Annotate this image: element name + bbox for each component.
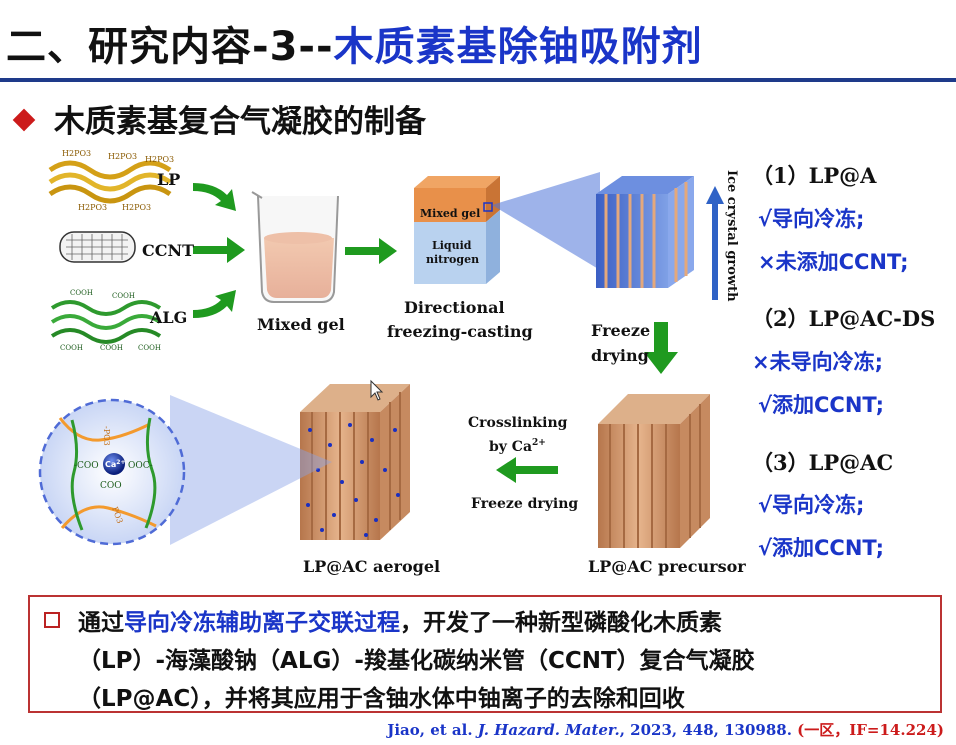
drying-label: drying — [591, 346, 649, 365]
ccnt-label: CCNT — [142, 241, 194, 260]
freeze-drying-label: Freeze drying — [471, 496, 578, 512]
carboxylate-right-label: OOC- — [128, 461, 153, 471]
by-calcium-label: by Ca2+ — [489, 438, 546, 455]
citation-impact: (一区，IF=14.224) — [797, 721, 944, 739]
summary-line-2: （LP）-海藻酸钠（ALG）-羧基化碳纳米管（CCNT）复合气凝胶 — [78, 648, 755, 674]
sample-2-title: （2）LP@AC-DS — [752, 306, 936, 331]
green-arrow-icon — [644, 322, 678, 374]
lp-group-label: H2PO3 — [62, 149, 91, 158]
zoom-beam — [492, 172, 600, 270]
sample-1-condition-a: √导向冷冻; — [758, 207, 865, 231]
ccnt-nanotube — [59, 231, 136, 263]
lp-group-label: H2PO3 — [122, 203, 151, 212]
citation: Jiao, et al. J. Hazard. Mater., 2023, 44… — [387, 719, 944, 740]
citation-journal: J. Hazard. Mater. — [477, 721, 620, 739]
ice-growth-label: Ice crystal growth — [724, 170, 739, 302]
precursor-label: LP@AC precursor — [588, 557, 746, 576]
carboxylate-left-label: -COO — [74, 461, 99, 471]
alg-group-label: COOH — [70, 289, 93, 297]
alg-group-label: COOH — [138, 344, 161, 352]
block-mixed-gel-label: Mixed gel — [420, 207, 480, 220]
slide-title-topic: 木质素基除铀吸附剂 — [333, 24, 703, 70]
square-bullet-icon — [44, 612, 60, 628]
sample-3-condition-b: √添加CCNT; — [758, 536, 884, 560]
lp-label: LP — [157, 170, 180, 189]
mixed-gel-label: Mixed gel — [257, 315, 345, 334]
slide-title-prefix: 二、研究内容-3-- — [6, 24, 334, 70]
alg-label: ALG — [149, 308, 187, 327]
alg-group-label: COOH — [112, 292, 135, 300]
precursor-structure — [598, 394, 710, 548]
mechanism-circle — [38, 398, 186, 546]
citation-details: , 2023, 448, 130988. — [619, 721, 798, 739]
title-divider — [0, 78, 956, 82]
lp-group-label: H2PO3 — [78, 203, 107, 212]
lp-group-label: H2PO3 — [145, 155, 174, 164]
slide-title: 二、研究内容-3--木质素基除铀吸附剂 — [6, 14, 703, 72]
mouse-cursor-icon — [370, 379, 384, 401]
block-nitrogen-label: nitrogen — [426, 253, 479, 266]
green-arrow-icon — [345, 238, 397, 264]
beaker-icon — [251, 191, 339, 303]
calcium-ion-label: Ca2+ — [105, 459, 125, 469]
freezing-block — [414, 176, 500, 284]
sample-2-condition-b: √添加CCNT; — [758, 393, 884, 417]
sample-1-title: （1）LP@A — [752, 163, 877, 188]
crosslinking-label: Crosslinking — [468, 415, 568, 431]
summary-highlight: 导向冷冻辅助离子交联过程 — [124, 610, 400, 636]
aerogel-label: LP@AC aerogel — [303, 557, 440, 576]
sample-3-condition-a: √导向冷冻; — [758, 493, 865, 517]
summary-line-1-pre: 通过 — [78, 610, 124, 636]
sample-3-title: （3）LP@AC — [752, 450, 894, 475]
lp-group-label: H2PO3 — [108, 152, 137, 161]
summary-box: 通过导向冷冻辅助离子交联过程，开发了一种新型磷酸化木质素 （LP）-海藻酸钠（A… — [28, 595, 942, 713]
ice-growth-arrow-icon — [706, 186, 724, 300]
alg-polymer-chains — [50, 300, 162, 344]
carboxylate-bottom-label: COO — [100, 481, 122, 491]
directional-label: Directional — [404, 298, 505, 317]
block-liquid-label: Liquid — [432, 239, 472, 252]
sample-1-condition-b: ×未添加CCNT; — [758, 250, 909, 274]
zoom-beam — [170, 395, 332, 545]
aerogel-structure — [300, 384, 410, 540]
slide-header: 二、研究内容-3--木质素基除铀吸附剂 — [0, 0, 956, 82]
sample-2-condition-a: ×未导向冷冻; — [752, 350, 883, 374]
summary-line-1: 通过导向冷冻辅助离子交联过程，开发了一种新型磷酸化木质素 — [78, 603, 722, 637]
freeze-label: Freeze — [591, 321, 650, 340]
summary-line-3: （LP@AC），并将其应用于含铀水体中铀离子的去除和回收 — [78, 686, 685, 712]
alg-group-label: COOH — [100, 344, 123, 352]
summary-line-1-post: ，开发了一种新型磷酸化木质素 — [400, 610, 722, 636]
alg-group-label: COOH — [60, 344, 83, 352]
freezing-casting-label: freezing-casting — [387, 322, 533, 341]
section-subtitle-text: 木质素基复合气凝胶的制备 — [54, 104, 426, 140]
section-subtitle: 木质素基复合气凝胶的制备 — [12, 96, 426, 141]
lp-polymer-chains — [48, 160, 172, 204]
citation-authors: Jiao, et al. — [387, 721, 478, 739]
phosphite-top-label: -PO3 — [102, 426, 111, 446]
ice-crystal-structure — [596, 176, 694, 288]
green-arrow-icon — [496, 457, 558, 483]
green-arrow-icons — [193, 183, 245, 318]
